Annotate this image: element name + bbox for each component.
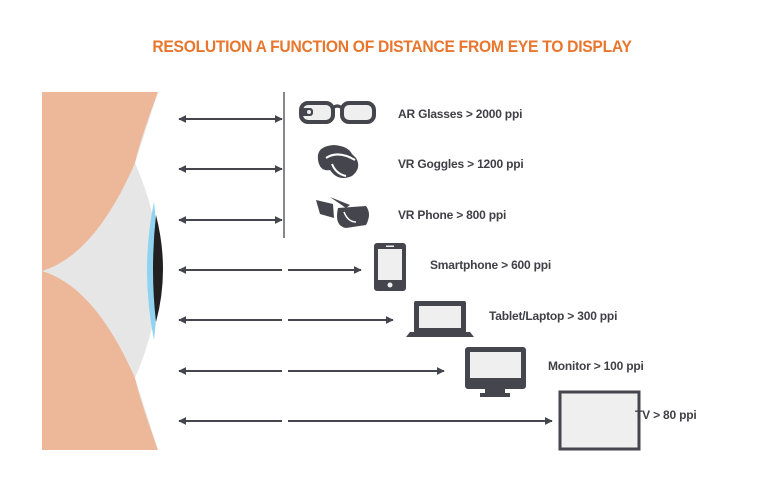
pupil <box>153 215 163 322</box>
smartphone-icon <box>374 243 406 291</box>
distance-arrows <box>178 115 553 425</box>
label-monitor: Monitor > 100 ppi <box>548 359 644 373</box>
tv-icon <box>558 390 641 451</box>
label-tv: TV > 80 ppi <box>635 408 697 422</box>
laptop-icon <box>406 301 474 337</box>
label-ar-glasses: AR Glasses > 2000 ppi <box>398 107 523 121</box>
diagram-title: RESOLUTION A FUNCTION OF DISTANCE FROM E… <box>152 37 632 56</box>
lower-eyelid <box>42 271 158 450</box>
vr-phone-headset-icon <box>316 197 369 228</box>
label-vr-goggles: VR Goggles > 1200 ppi <box>398 157 524 171</box>
monitor-icon <box>465 347 526 397</box>
label-smartphone: Smartphone > 600 ppi <box>430 258 552 272</box>
upper-eyelid <box>42 92 158 271</box>
vr-goggles-icon <box>317 145 359 178</box>
eye-illustration <box>42 92 200 450</box>
label-tablet-laptop: Tablet/Laptop > 300 ppi <box>489 309 618 323</box>
glasses-icon <box>299 101 376 124</box>
label-vr-phone: VR Phone > 800 ppi <box>398 208 507 222</box>
